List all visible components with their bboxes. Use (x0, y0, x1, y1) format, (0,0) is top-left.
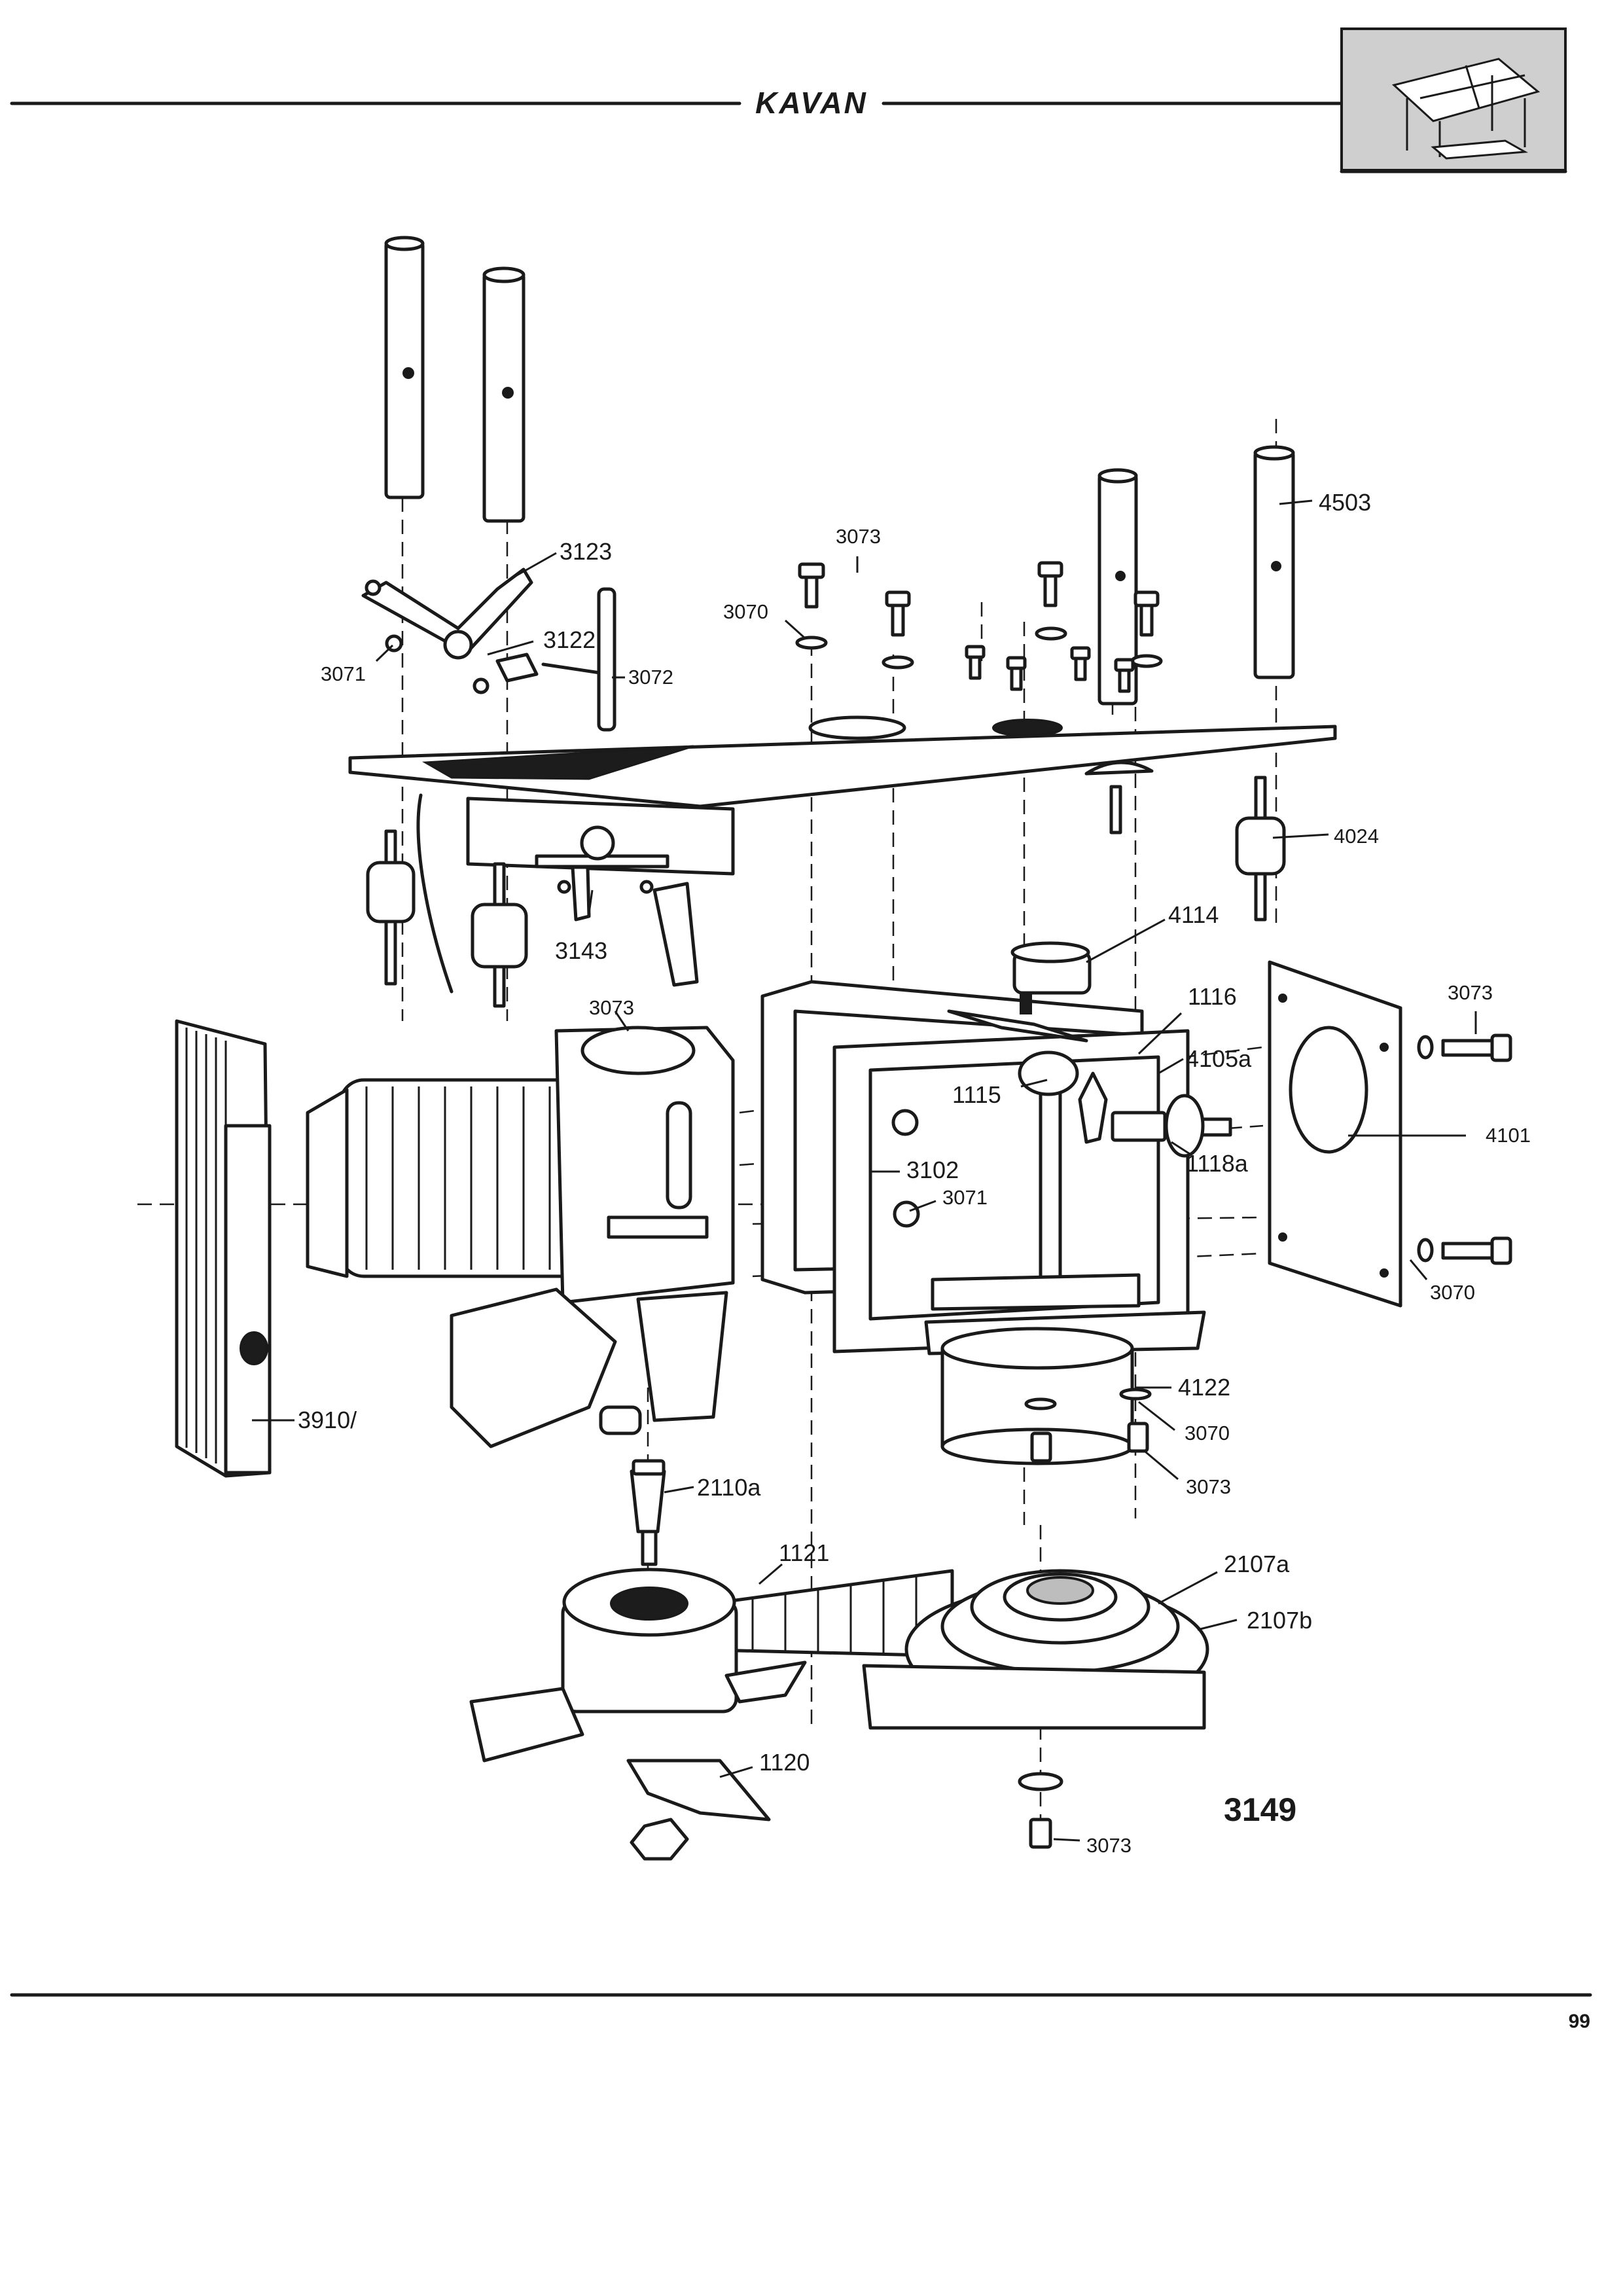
label-4503: 4503 (1319, 489, 1371, 516)
label-3070-low: 3070 (1185, 1422, 1230, 1444)
label-3073-engine: 3073 (589, 996, 634, 1019)
label-3910: 3910/ (298, 1407, 357, 1433)
label-2110a: 2110a (697, 1474, 761, 1501)
label-2107b: 2107b (1247, 1607, 1312, 1634)
gear-frame (760, 941, 1232, 1355)
page-header: KAVAN (10, 27, 1567, 173)
label-3143: 3143 (555, 937, 607, 964)
belt-drive (469, 1568, 1209, 1861)
label-1118a: 1118a (1186, 1150, 1249, 1177)
label-3123: 3123 (560, 538, 612, 565)
label-3073-top: 3073 (836, 525, 881, 548)
label-1115: 1115 (952, 1081, 1001, 1108)
brand-logo: KAVAN (755, 86, 868, 120)
throttle-linkage (361, 567, 616, 732)
label-4122: 4122 (1178, 1374, 1230, 1401)
label-3073-bottom: 3073 (1086, 1834, 1132, 1857)
label-3071-top: 3071 (321, 662, 366, 685)
label-3073-right: 3073 (1448, 981, 1493, 1004)
label-3070-top: 3070 (723, 600, 768, 623)
label-1121: 1121 (779, 1539, 829, 1566)
rubber-mounts (366, 776, 1286, 1008)
label-3071-mid: 3071 (942, 1186, 988, 1209)
label-3072: 3072 (628, 666, 673, 689)
label-4024: 4024 (1334, 825, 1379, 848)
mounting-plate (1268, 960, 1512, 1308)
thumbnail-image (1340, 27, 1567, 173)
leader-lines (252, 499, 1477, 1842)
label-1120: 1120 (759, 1749, 810, 1776)
label-4101: 4101 (1486, 1124, 1531, 1147)
label-4105a: 4105a (1186, 1045, 1252, 1072)
column-tubes (384, 236, 1295, 706)
page-footer: 99 (10, 1993, 1592, 2032)
part-labels: 3123 3122 3071 3072 3073 3070 4503 4024 … (298, 489, 1531, 1857)
assembly-number: 3149 (1224, 1791, 1296, 1828)
page-number: 99 (1569, 2011, 1590, 2032)
shaft-adapter (630, 1459, 666, 1566)
label-3070-right: 3070 (1430, 1281, 1475, 1304)
label-4114: 4114 (1168, 901, 1219, 928)
base-plate (348, 715, 1337, 994)
label-1116: 1116 (1188, 983, 1237, 1010)
gear-housing (940, 1327, 1152, 1465)
label-3122: 3122 (543, 626, 596, 653)
engine (306, 1026, 735, 1448)
label-2107a: 2107a (1224, 1551, 1290, 1577)
cooling-fin-block (175, 1019, 272, 1478)
label-3073-low: 3073 (1186, 1475, 1231, 1498)
label-3102: 3102 (906, 1157, 959, 1183)
top-screws (795, 561, 1163, 693)
